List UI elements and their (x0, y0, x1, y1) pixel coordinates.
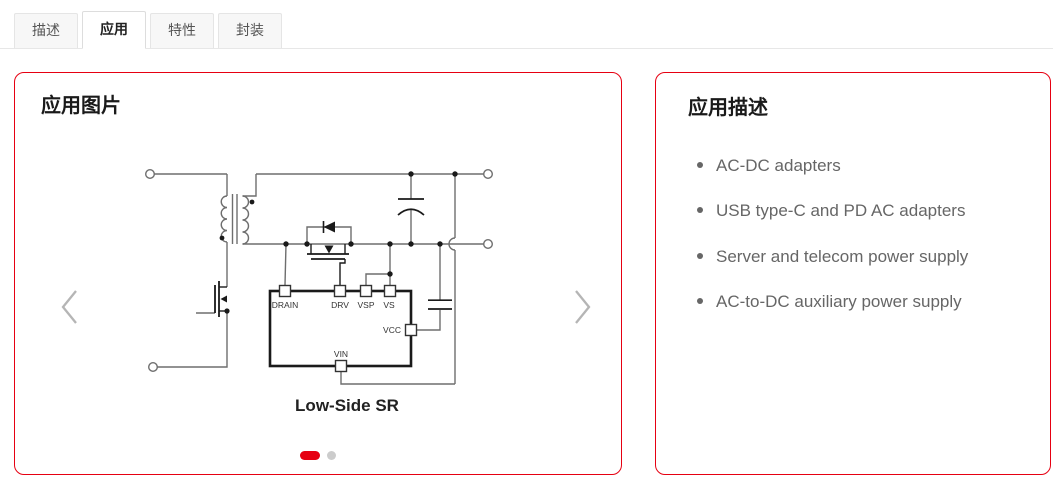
carousel-next-button[interactable] (567, 285, 597, 329)
application-description-title: 应用描述 (688, 97, 768, 119)
tab-application[interactable]: 应用 (82, 11, 146, 49)
carousel-slide: DRAIN DRV VSP VS VCC VIN (15, 159, 621, 424)
pin-label-vs: VS (383, 300, 395, 310)
secondary-phase-dot (249, 199, 255, 205)
primary-phase-dot (219, 235, 225, 241)
sr-controller-chip: DRAIN DRV VSP VS VCC VIN (268, 284, 418, 373)
pin-label-vsp: VSP (357, 300, 374, 310)
application-description-panel: 应用描述 AC-DC adapters USB type-C and PD AC… (655, 72, 1051, 475)
pin-label-drv: DRV (331, 300, 349, 310)
application-list: AC-DC adapters USB type-C and PD AC adap… (656, 155, 1050, 312)
list-item: USB type-C and PD AC adapters (697, 200, 1030, 221)
vcc-capacitor (428, 299, 452, 310)
list-item: Server and telecom power supply (697, 246, 1030, 267)
list-item: AC-DC adapters (697, 155, 1030, 176)
junction-dots (219, 171, 458, 277)
application-image-panel: 应用图片 (14, 72, 622, 475)
carousel-prev-button[interactable] (55, 285, 85, 329)
carousel-dot[interactable] (327, 451, 336, 460)
pin-vsp (359, 284, 373, 298)
pin-label-drain: DRAIN (272, 300, 298, 310)
carousel-dot-active[interactable] (300, 451, 320, 460)
pin-drv (333, 284, 347, 298)
tab-package[interactable]: 封装 (218, 13, 282, 48)
slide-caption: Low-Side SR (295, 396, 399, 415)
body-diode (323, 221, 335, 233)
output-capacitor (397, 198, 425, 216)
transformer-primary-winding (220, 195, 228, 243)
chevron-right-icon (575, 290, 591, 324)
pin-drain (278, 284, 292, 298)
sr-mosfet (307, 221, 349, 285)
list-item: AC-to-DC auxiliary power supply (697, 291, 1030, 312)
pin-label-vin: VIN (334, 349, 348, 359)
tab-bar: 描述 应用 特性 封装 (0, 11, 1053, 49)
pin-vcc (404, 323, 418, 337)
carousel-dots (15, 451, 621, 460)
terminals (145, 168, 494, 372)
chevron-left-icon (61, 290, 77, 324)
primary-mosfet (214, 281, 230, 317)
pin-vin (334, 359, 348, 373)
transformer-secondary-winding (242, 195, 250, 245)
tab-features[interactable]: 特性 (150, 13, 214, 48)
application-image-title: 应用图片 (41, 95, 121, 117)
pin-label-vcc: VCC (383, 325, 401, 335)
pin-vs (383, 284, 397, 298)
tab-description[interactable]: 描述 (14, 13, 78, 48)
circuit-diagram: DRAIN DRV VSP VS VCC VIN (145, 168, 494, 415)
